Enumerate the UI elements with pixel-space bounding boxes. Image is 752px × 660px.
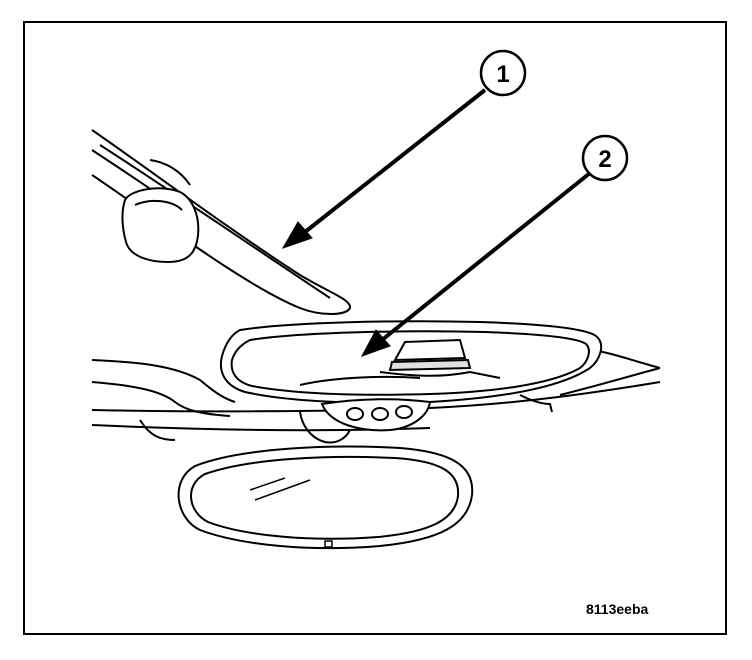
console-switches <box>320 398 432 432</box>
leader-line-1 <box>281 88 487 249</box>
leader-line-2 <box>360 171 592 357</box>
callout-1-label: 1 <box>496 61 509 88</box>
mirror-support-button <box>121 187 200 264</box>
figure-code: 8113eeba <box>586 601 649 617</box>
rear-view-mirror <box>177 445 474 550</box>
callout-2: 2 <box>581 134 629 182</box>
callout-1: 1 <box>479 49 527 97</box>
callout-2-label: 2 <box>598 146 611 173</box>
overhead-console <box>220 320 603 404</box>
